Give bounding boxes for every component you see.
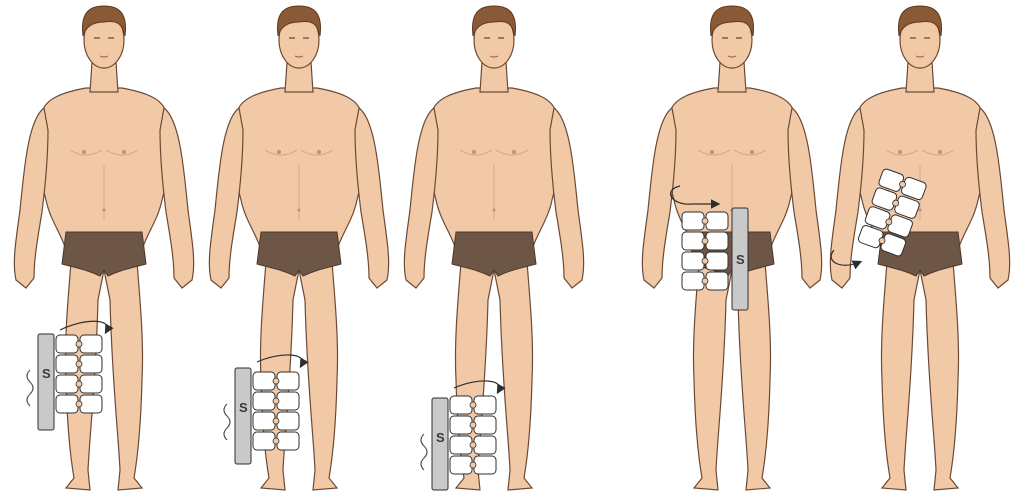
device-label: S bbox=[42, 366, 51, 381]
device-label: S bbox=[239, 400, 248, 415]
coil-icon bbox=[421, 434, 427, 470]
device-label: S bbox=[736, 252, 745, 267]
device-bar bbox=[235, 368, 251, 464]
coil-icon bbox=[27, 370, 33, 406]
figure-1: S bbox=[14, 6, 193, 490]
figure-4: S bbox=[642, 6, 821, 490]
figure-5 bbox=[830, 6, 1009, 490]
coil-icon bbox=[224, 404, 230, 440]
figure-3: S bbox=[404, 6, 583, 490]
figure-2: S bbox=[209, 6, 388, 490]
device-bar bbox=[38, 334, 54, 430]
device-label: S bbox=[436, 430, 445, 445]
